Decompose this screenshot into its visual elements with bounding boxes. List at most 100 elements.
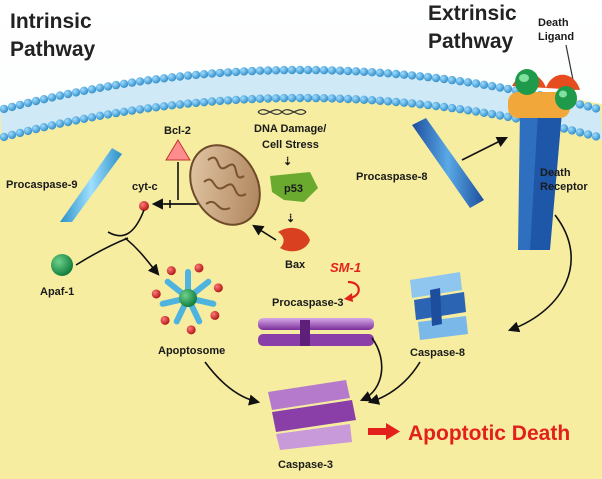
lipid-head — [479, 108, 489, 118]
lipid-head — [207, 69, 217, 78]
lipid-head — [159, 102, 169, 111]
lipid-head — [399, 70, 409, 79]
intrinsic-title-line2: Pathway — [10, 38, 96, 61]
lipid-head — [463, 78, 473, 87]
lipid-head — [359, 95, 369, 105]
lipid-head — [207, 97, 217, 106]
lipid-head — [159, 74, 169, 83]
mitochondrion — [189, 144, 261, 226]
lipid-head — [455, 77, 465, 86]
cell-membrane — [0, 65, 602, 142]
cytc-dot — [139, 201, 149, 211]
lipid-head — [295, 93, 305, 103]
lipid-head — [191, 98, 201, 108]
arrow-receptor-to-caspase8 — [507, 214, 572, 333]
lipid-head — [119, 79, 129, 89]
apoptosome-cytc-dot — [151, 289, 161, 299]
p53-shape — [270, 172, 318, 202]
lipid-head — [79, 86, 89, 96]
lipid-head — [303, 65, 313, 75]
death-receptor-label-line1: Death — [540, 167, 571, 179]
lipid-head — [55, 119, 65, 128]
lipid-head — [503, 112, 513, 122]
lipid-head — [311, 65, 321, 75]
lipid-head — [311, 93, 321, 103]
lipid-head — [383, 69, 393, 78]
lipid-head — [263, 94, 273, 103]
lipid-head — [391, 97, 401, 107]
lipid-head — [23, 98, 33, 108]
lipid-head — [71, 88, 81, 97]
lipid-head — [407, 71, 417, 80]
apoptosome-cytc-dot — [166, 266, 176, 276]
lipid-head — [583, 130, 593, 139]
lipid-head — [287, 93, 297, 103]
apoptosome-spoke — [173, 302, 188, 325]
lipid-head — [351, 67, 361, 76]
death-receptor-label-line2: Receptor — [540, 181, 588, 193]
apoptosome-spoke — [191, 278, 212, 297]
apoptosome-spoke — [164, 278, 185, 297]
procaspase-8-shape — [412, 118, 484, 208]
lipid-head — [63, 89, 73, 99]
lipid-head — [359, 67, 369, 77]
apoptosome-spoke — [192, 296, 217, 307]
arrow-to-apoptotic-death — [368, 423, 400, 440]
lipid-head — [335, 66, 345, 75]
lipid-head — [271, 94, 281, 103]
lipid-head — [439, 74, 449, 84]
lipid-head — [175, 100, 185, 109]
lipid-head — [247, 94, 257, 104]
extrinsic-title-line2: Pathway — [428, 30, 514, 53]
lipid-head — [375, 68, 385, 78]
lipid-head — [415, 72, 425, 81]
lipid-head — [399, 98, 409, 107]
p53-label: p53 — [284, 183, 303, 195]
lipid-head — [591, 104, 601, 113]
lipid-head — [503, 84, 513, 94]
lipid-head — [215, 68, 225, 78]
lipid-head — [583, 102, 593, 111]
lipid-head — [103, 82, 113, 91]
lipid-head — [199, 98, 209, 107]
lipid-head — [559, 124, 569, 133]
arrow-apoptosome-to-caspase3 — [204, 361, 261, 406]
death-ligand-label-line1: Death — [538, 17, 569, 29]
caspase-8-shape — [410, 272, 468, 340]
lipid-head — [143, 76, 153, 85]
lipid-head — [127, 78, 137, 87]
lipid-head — [151, 103, 161, 112]
lipid-head — [255, 66, 265, 75]
lipid-head — [55, 91, 65, 100]
lipid-head — [223, 96, 233, 105]
apoptosome-cytc-dot — [186, 325, 196, 335]
death-ligand-label-line2: Ligand — [538, 31, 574, 43]
bax-label: Bax — [285, 259, 306, 271]
dna-helix-icon — [257, 109, 307, 115]
bcl2-label: Bcl-2 — [164, 125, 191, 137]
apoptosome-cytc-dot — [213, 283, 223, 293]
apoptosome-cytc-dot — [210, 310, 220, 320]
lipid-head — [383, 97, 393, 106]
lipid-head — [447, 103, 457, 113]
lipid-head — [47, 121, 57, 130]
lipid-head — [167, 73, 177, 82]
lipid-head — [287, 65, 297, 75]
procaspase-9-shape — [60, 148, 122, 222]
lipid-head — [591, 132, 601, 141]
lipid-head — [343, 94, 353, 104]
lipid-head — [327, 66, 337, 75]
apaf1-label: Apaf-1 — [40, 286, 74, 298]
caspase-3-label: Caspase-3 — [278, 459, 333, 471]
lipid-head — [487, 109, 497, 119]
lipid-head — [119, 107, 129, 117]
lipid-head — [31, 96, 41, 106]
lipid-head — [319, 66, 329, 75]
lipid-head — [183, 99, 193, 108]
lipid-head — [255, 94, 265, 103]
apoptosome-core — [179, 289, 197, 307]
lipid-head — [431, 73, 441, 83]
lipid-head — [239, 95, 249, 104]
lipid-head — [351, 95, 361, 104]
